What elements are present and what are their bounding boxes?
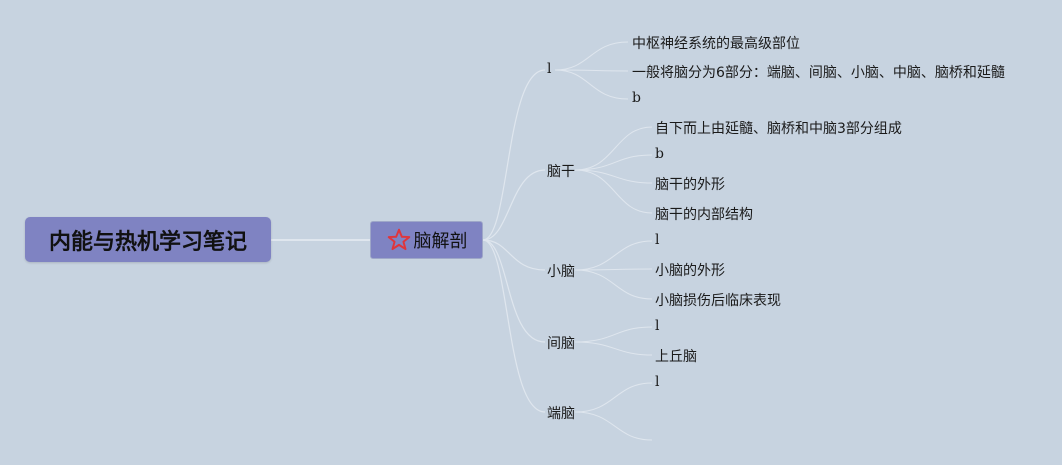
leaf-item[interactable]: 上丘脑 xyxy=(655,349,697,365)
connector-duannao-c1 xyxy=(574,382,653,413)
leaf-item[interactable]: l xyxy=(655,232,660,248)
leaf-item[interactable]: b xyxy=(632,90,641,106)
leaf-item[interactable]: 小脑损伤后临床表现 xyxy=(655,293,781,309)
connector-naogan-c4 xyxy=(574,169,653,214)
leaf-item[interactable]: b xyxy=(655,146,664,162)
leaf-item[interactable]: 中枢神经系统的最高级部位 xyxy=(632,36,800,52)
connector-duannao-c2 xyxy=(574,411,653,441)
star-icon xyxy=(387,228,410,251)
leaf-item[interactable]: 脑干的外形 xyxy=(655,177,725,193)
connector-xiaonao-c3 xyxy=(574,269,653,300)
connector-jiannao-c1 xyxy=(574,326,653,343)
main-topic-label: 脑解剖 xyxy=(413,231,468,252)
branch-cerebellum[interactable]: 小脑 xyxy=(547,264,575,280)
connector-naogan-c2 xyxy=(574,154,653,171)
connector-naogan-c1 xyxy=(574,126,653,171)
connector-l-c2 xyxy=(554,69,629,72)
root-topic[interactable]: 内能与热机学习笔记 xyxy=(25,217,271,262)
connector-l-c1 xyxy=(554,41,629,71)
branch-diencephalon[interactable]: 间脑 xyxy=(547,336,575,352)
connector-naogan-c3 xyxy=(574,169,653,184)
branch-telencephalon[interactable]: 端脑 xyxy=(547,406,575,422)
leaf-item[interactable]: 自下而上由延髓、脑桥和中脑3部分组成 xyxy=(655,121,902,137)
leaf-item[interactable]: 小脑的外形 xyxy=(655,263,725,279)
connector-main-duannao xyxy=(482,239,546,413)
main-topic-brain-anatomy[interactable]: 脑解剖 xyxy=(370,221,483,259)
connector-jiannao-c2 xyxy=(574,341,653,356)
connector-main-l xyxy=(482,69,546,241)
connector-main-jiannao xyxy=(482,239,546,343)
leaf-item[interactable]: l xyxy=(655,374,660,390)
leaf-item[interactable]: 脑干的内部结构 xyxy=(655,207,753,223)
connector-xiaonao-c1 xyxy=(574,240,653,271)
leaf-item[interactable]: l xyxy=(655,318,660,334)
connector-main-naogan xyxy=(482,169,546,241)
connector-main-xiaonao xyxy=(482,239,546,271)
branch-brainstem[interactable]: 脑干 xyxy=(547,164,575,180)
root-topic-label: 内能与热机学习笔记 xyxy=(48,229,247,255)
connector-xiaonao-c2 xyxy=(574,268,653,271)
connector-l-c3 xyxy=(554,69,629,100)
leaf-item[interactable]: 一般将脑分为6部分：端脑、间脑、小脑、中脑、脑桥和延髓 xyxy=(632,65,1005,81)
branch-l[interactable]: l xyxy=(547,61,552,77)
